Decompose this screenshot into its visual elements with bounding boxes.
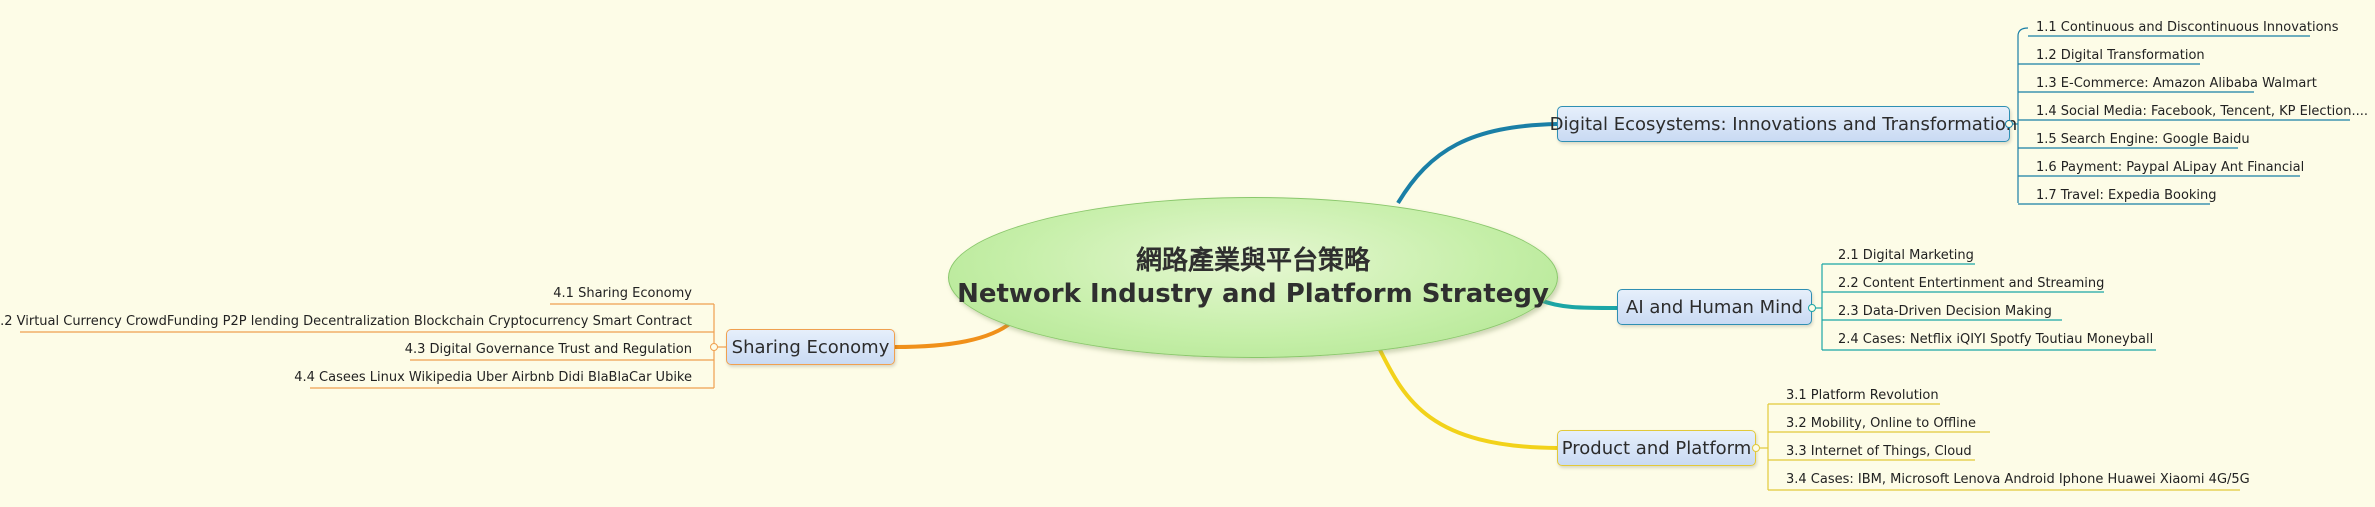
subtopic-1-2[interactable]: 1.2 Digital Transformation xyxy=(2036,48,2205,63)
sharing-sub-links xyxy=(20,303,726,389)
subtopic-1-7[interactable]: 1.7 Travel: Expedia Booking xyxy=(2036,188,2217,203)
subtopic-3-4[interactable]: 3.4 Cases: IBM, Microsoft Lenova Android… xyxy=(1786,472,2250,487)
topic-digital-ecosystems[interactable]: Digital Ecosystems: Innovations and Tran… xyxy=(1550,106,2017,142)
ai-sub-links xyxy=(1812,263,2156,351)
topic-ai-human-mind[interactable]: AI and Human Mind xyxy=(1617,289,1812,325)
subtopic-4-2[interactable]: 4.2 Virtual Currency CrowdFunding P2P le… xyxy=(0,314,692,329)
collapse-toggle-icon[interactable] xyxy=(1752,444,1760,452)
subtopic-4-4[interactable]: 4.4 Casees Linux Wikipedia Uber Airbnb D… xyxy=(294,370,692,385)
link-ai xyxy=(1539,298,1618,310)
subtopic-3-2[interactable]: 3.2 Mobility, Online to Offline xyxy=(1786,416,1977,431)
subtopic-1-3[interactable]: 1.3 E-Commerce: Amazon Alibaba Walmart xyxy=(2036,76,2317,91)
subtopic-2-4[interactable]: 2.4 Cases: Netflix iQIYI Spotfy Toutiau … xyxy=(1838,332,2154,347)
link-sharing xyxy=(894,320,1014,349)
subtopic-2-1[interactable]: 2.1 Digital Marketing xyxy=(1838,248,1974,263)
collapse-toggle-icon[interactable] xyxy=(710,343,718,351)
central-topic[interactable]: 網路產業與平台策略 Network Industry and Platform … xyxy=(948,197,1558,358)
subtopic-2-3[interactable]: 2.3 Data-Driven Decision Making xyxy=(1838,304,2052,319)
subtopic-1-5[interactable]: 1.5 Search Engine: Google Baidu xyxy=(2036,132,2250,147)
topic-label: Product and Platform xyxy=(1561,437,1752,459)
subtopic-1-4[interactable]: 1.4 Social Media: Facebook, Tencent, KP … xyxy=(2036,104,2369,119)
topic-label: Sharing Economy xyxy=(731,336,890,358)
subtopic-3-3[interactable]: 3.3 Internet of Things, Cloud xyxy=(1786,444,1972,459)
topic-product-platform[interactable]: Product and Platform xyxy=(1557,430,1756,466)
topic-label: Digital Ecosystems: Innovations and Tran… xyxy=(1549,113,2018,135)
subtopic-3-1[interactable]: 3.1 Platform Revolution xyxy=(1786,388,1939,403)
product-sub-links xyxy=(1756,403,2240,491)
subtopic-4-1[interactable]: 4.1 Sharing Economy xyxy=(553,286,692,301)
central-title-en: Network Industry and Platform Strategy xyxy=(957,278,1549,309)
topic-label: AI and Human Mind xyxy=(1626,296,1803,318)
link-product xyxy=(1378,349,1558,450)
central-title-zh: 網路產業與平台策略 xyxy=(1135,245,1370,276)
subtopic-4-3[interactable]: 4.3 Digital Governance Trust and Regulat… xyxy=(404,342,692,357)
subtopic-1-1[interactable]: 1.1 Continuous and Discontinuous Innovat… xyxy=(2036,20,2339,35)
topic-sharing-economy[interactable]: Sharing Economy xyxy=(726,329,895,365)
subtopic-1-6[interactable]: 1.6 Payment: Paypal ALipay Ant Financial xyxy=(2036,160,2305,175)
digital-sub-links xyxy=(2010,27,2350,205)
collapse-toggle-icon[interactable] xyxy=(2005,120,2013,128)
subtopic-2-2[interactable]: 2.2 Content Entertinment and Streaming xyxy=(1838,276,2105,291)
link-digital xyxy=(1396,122,1558,205)
collapse-toggle-icon[interactable] xyxy=(1808,304,1816,312)
